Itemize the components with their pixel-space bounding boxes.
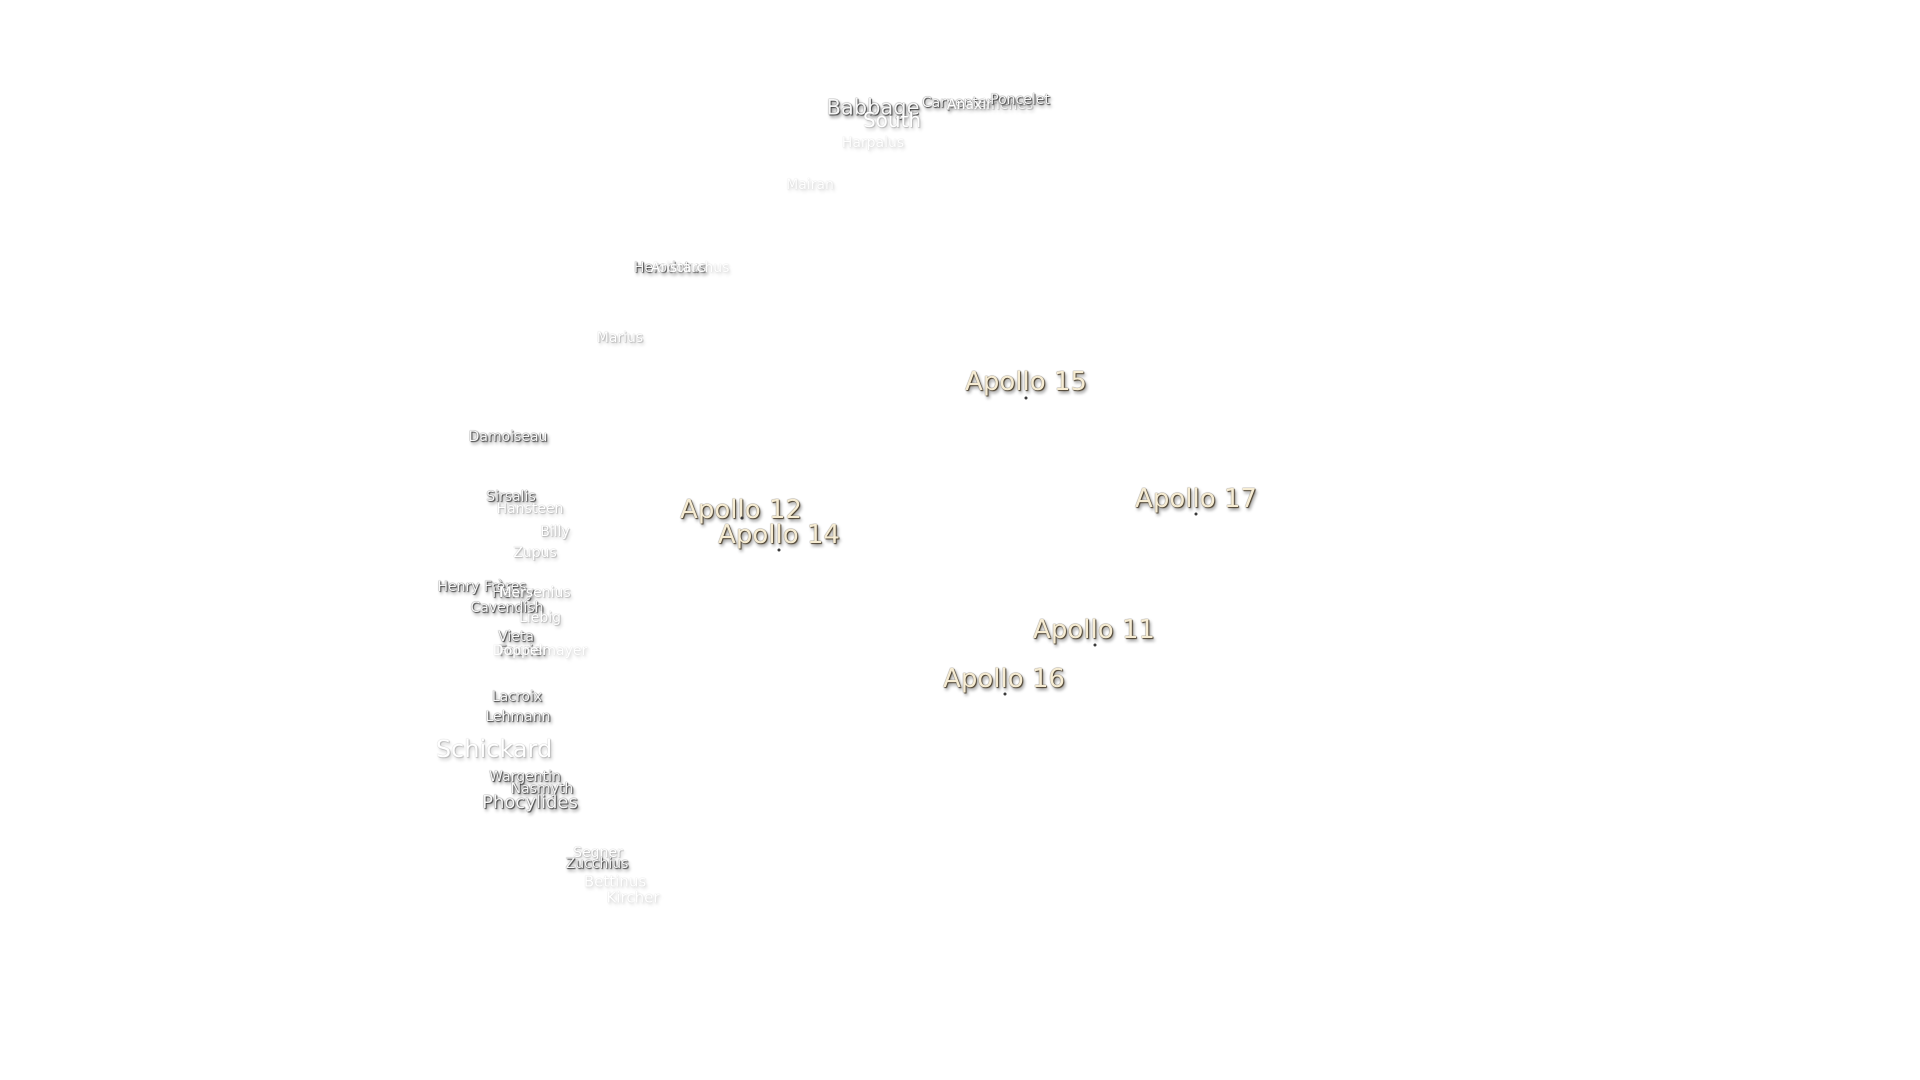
- crater-label-billy: Billy: [540, 524, 570, 540]
- crater-label-mersenius: Mersenius: [499, 585, 571, 601]
- crater-label-vieta: Vieta: [498, 629, 534, 645]
- crater-label-nasmyth: Nasmyth: [510, 781, 574, 797]
- landing-site-marker-apollo-12[interactable]: [740, 516, 744, 520]
- landing-site-marker-apollo-17[interactable]: [1194, 512, 1198, 516]
- crater-label-lehmann: Lehmann: [485, 709, 551, 725]
- crater-label-anaximenes: Anaximenes: [946, 97, 1034, 113]
- apollo-site-label-apollo-11[interactable]: Apollo 11: [1033, 615, 1155, 645]
- apollo-site-label-apollo-16[interactable]: Apollo 16: [943, 664, 1065, 694]
- crater-label-schickard: Schickard: [435, 735, 553, 763]
- crater-label-liebig: Liebig: [519, 610, 561, 626]
- crater-label-poncelet: Poncelet: [990, 92, 1050, 108]
- crater-label-mairan: Mairan: [786, 177, 834, 193]
- crater-label-zucchius: Zucchius: [565, 856, 629, 872]
- crater-label-damoiseau: Damoiseau: [468, 429, 548, 445]
- crater-label-henry: Henry: [491, 585, 535, 601]
- crater-label-lacroix: Lacroix: [491, 689, 543, 705]
- crater-label-phocylides: Phocylides: [482, 792, 578, 813]
- crater-label-marius: Marius: [596, 330, 644, 346]
- crater-label-cavendish: Cavendish: [470, 600, 544, 616]
- crater-label-hansteen: Hansteen: [496, 501, 564, 517]
- crater-label-south: South: [862, 108, 922, 132]
- crater-label-herodotus: Herodotus: [633, 260, 707, 276]
- landing-site-marker-apollo-14[interactable]: [777, 548, 781, 552]
- crater-label-segner: Segner: [573, 845, 623, 861]
- apollo-site-label-apollo-15[interactable]: Apollo 15: [965, 367, 1087, 397]
- apollo-site-label-apollo-17[interactable]: Apollo 17: [1135, 484, 1257, 514]
- crater-label-henry-freres: Henry Frères: [437, 579, 527, 595]
- crater-label-kircher: Kircher: [606, 888, 660, 907]
- landing-site-marker-apollo-15[interactable]: [1024, 396, 1028, 400]
- crater-label-harpalus: Harpalus: [841, 135, 905, 151]
- landing-site-marker-apollo-11[interactable]: [1093, 643, 1097, 647]
- crater-label-zupus: Zupus: [513, 545, 557, 561]
- crater-label-doppelmayer: Doppelmayer: [492, 643, 588, 659]
- landing-site-marker-apollo-16[interactable]: [1003, 692, 1007, 696]
- crater-label-aristarchus: Aristarchus: [650, 260, 730, 276]
- crater-label-wargentin: Wargentin: [489, 769, 561, 785]
- apollo-site-label-apollo-14[interactable]: Apollo 14: [718, 520, 840, 550]
- crater-label-carpenter: Carpenter: [921, 95, 993, 111]
- crater-label-sirsalis: Sirsalis: [486, 489, 536, 505]
- crater-label-bettinus: Bettinus: [583, 872, 647, 891]
- crater-label-fourier: Fourier: [498, 643, 548, 659]
- crater-label-babbage: Babbage: [826, 95, 920, 120]
